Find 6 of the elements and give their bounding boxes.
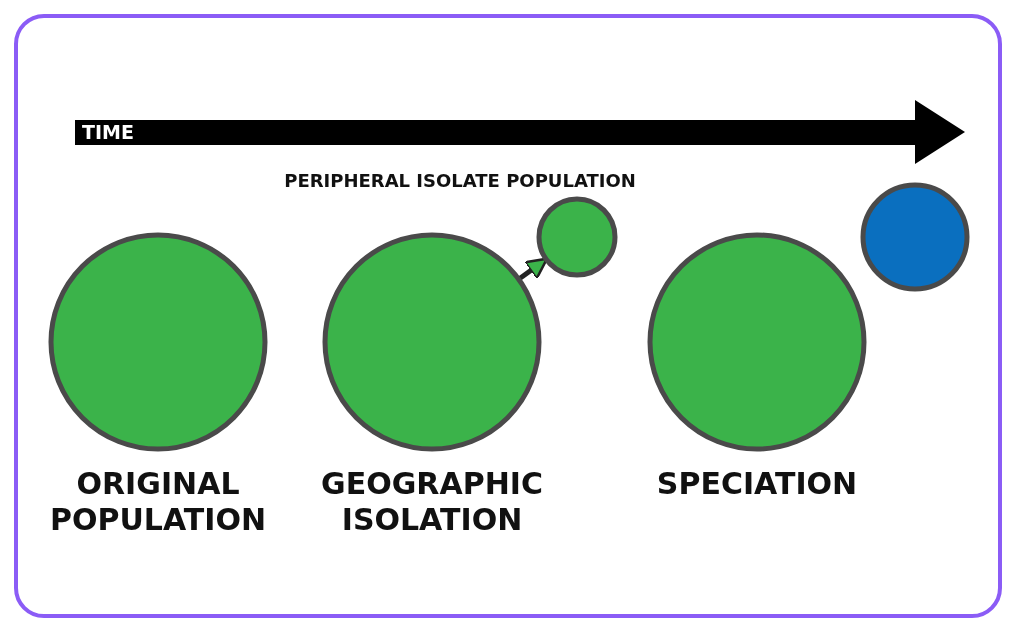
arrow [517,257,549,282]
time-label: TIME [82,121,134,143]
population-label: PERIPHERAL ISOLATE POPULATION [283,170,637,192]
population-label: SPECIATION [655,466,859,502]
population-label: ORIGINAL POPULATION [48,466,268,538]
population-label: GEOGRAPHIC ISOLATION [320,466,544,538]
